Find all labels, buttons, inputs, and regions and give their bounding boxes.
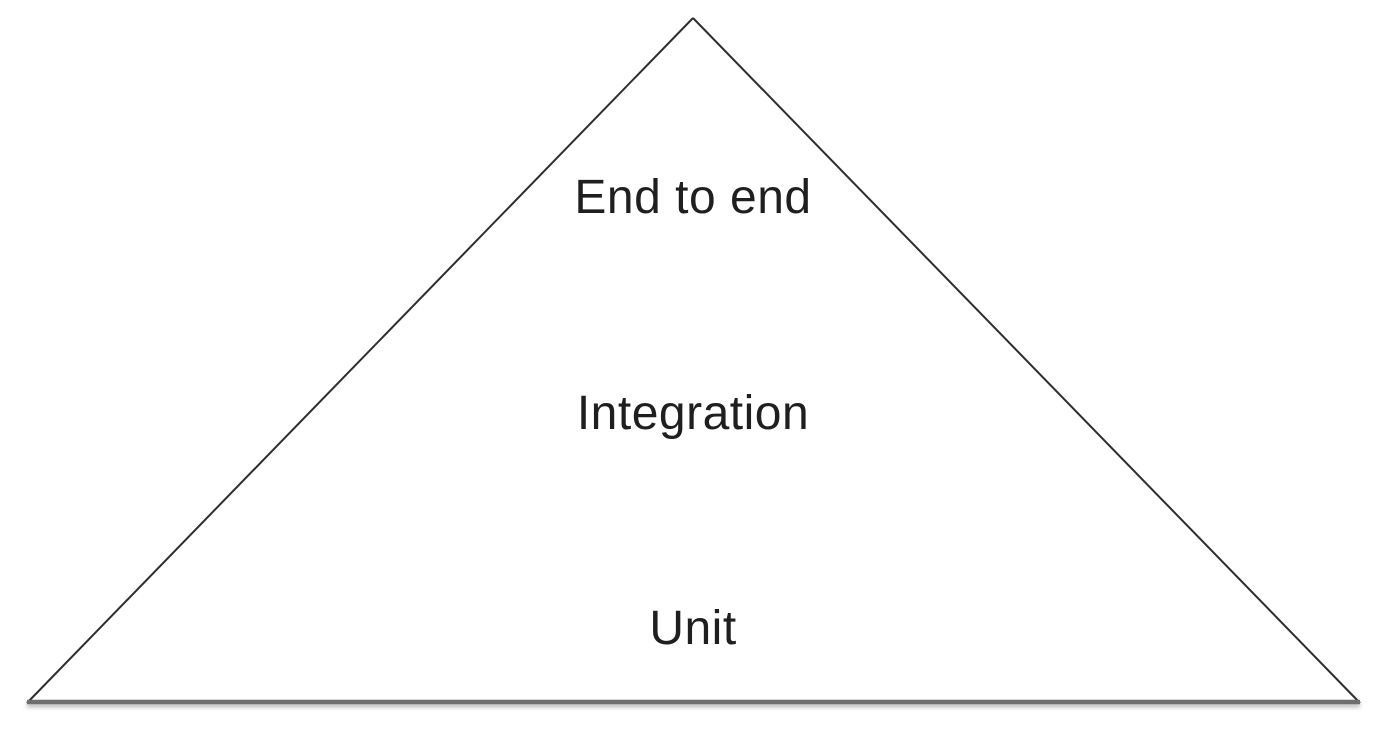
level-label-unit: Unit [649,602,737,655]
level-label-integration: Integration [576,387,810,440]
level-label-end-to-end: End to end [574,171,812,224]
pyramid-left-edge [26,17,694,704]
pyramid-right-edge [692,17,1361,704]
